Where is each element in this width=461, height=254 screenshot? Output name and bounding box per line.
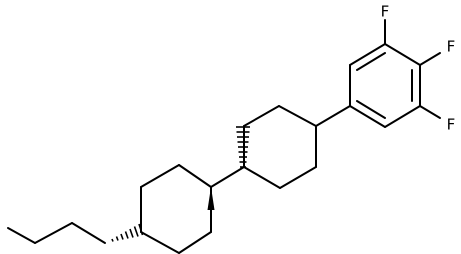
bond-ring2-e <box>279 166 317 189</box>
bond-butyl-3 <box>71 222 106 244</box>
bold-wedge-ring1 <box>207 187 215 210</box>
bond-butyl-1 <box>7 227 36 244</box>
bond-ring2-c <box>278 105 317 127</box>
double-bond-benz-3 <box>356 100 386 119</box>
bond-f-right <box>419 52 441 66</box>
bond-benz-b <box>349 43 386 66</box>
bond-benz-c <box>384 43 421 66</box>
cyclohexane-ring-middle <box>243 105 317 189</box>
bond-ring2-f <box>243 166 281 189</box>
fluorine-bonds <box>384 19 441 119</box>
bond-ring2-b <box>243 105 280 127</box>
bond-butyl-2 <box>34 222 73 244</box>
fluorine-atom-label: F <box>447 38 456 56</box>
cyclohexane-ring-left <box>140 164 212 254</box>
bond-benz-e <box>384 105 421 128</box>
bond-ring1-f <box>140 231 180 254</box>
benzene-ring <box>349 43 421 128</box>
bond-ring1-c <box>178 164 212 188</box>
fluorine-atom-label: F <box>381 3 390 21</box>
bond-f-bottom <box>419 105 441 119</box>
bond-ring1-ring2 <box>210 166 245 188</box>
bond-ring1-e <box>178 231 212 254</box>
hashed-wedge-butyl <box>111 223 144 242</box>
butyl-chain <box>7 222 106 244</box>
double-bond-benz-1 <box>356 52 386 71</box>
bond-ring1-b <box>140 164 180 188</box>
bond-benz-f <box>349 105 386 128</box>
bond-ring2-benzene <box>315 105 351 127</box>
fluorine-atom-label: F <box>447 116 456 134</box>
